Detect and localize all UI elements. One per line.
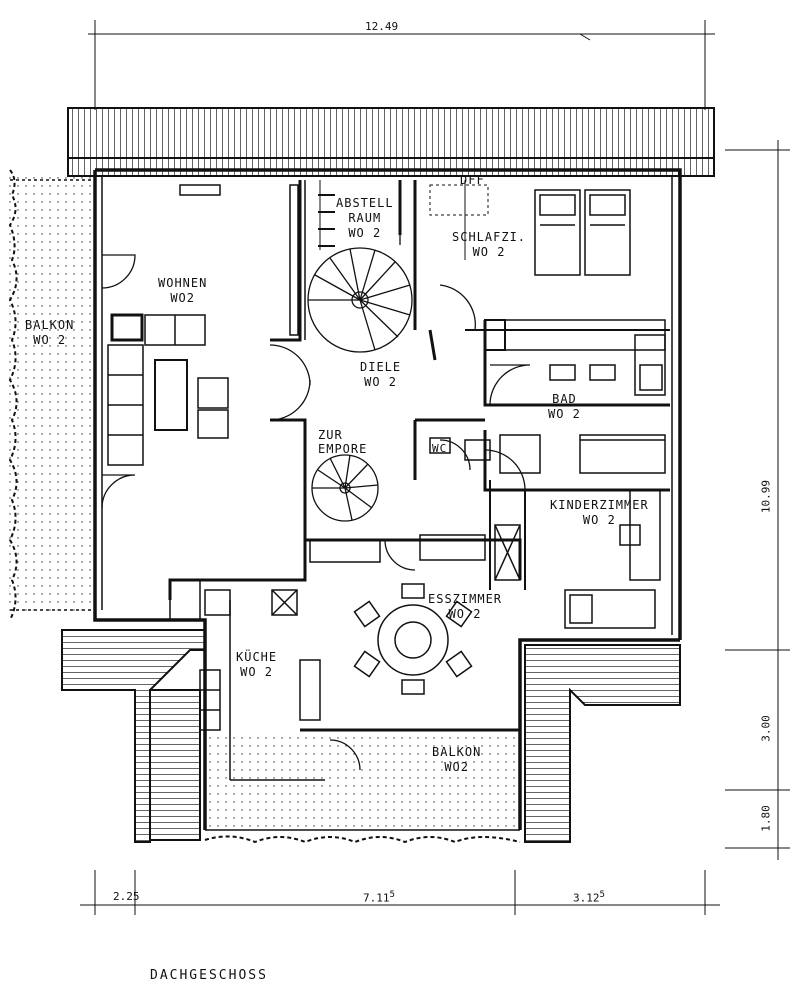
room-label-schlafzimmer-line1: SCHLAFZI. bbox=[452, 230, 527, 244]
dim-bottom-mid-value: 7.11 bbox=[363, 891, 390, 905]
dim-bottom-right-sup: 5 bbox=[599, 890, 605, 900]
room-label-kueche-line1: KÜCHE bbox=[236, 650, 278, 664]
room-label-kueche: KÜCHE WO 2 bbox=[236, 650, 277, 680]
door-swings bbox=[101, 235, 531, 771]
mark-dff: DFF bbox=[460, 173, 485, 187]
room-label-diele-line2: WO 2 bbox=[364, 375, 398, 389]
room-label-bad-line2: WO 2 bbox=[548, 407, 581, 421]
roof-window-dashed bbox=[429, 184, 489, 216]
room-label-wohnen: WOHNEN WO2 bbox=[158, 276, 207, 306]
wc-fixtures bbox=[429, 437, 491, 461]
chimney-block bbox=[484, 319, 506, 351]
dormer-right bbox=[524, 644, 681, 843]
dim-top-width: 12.49 bbox=[365, 20, 399, 33]
room-label-abstellraum: ABSTELL RAUM WO 2 bbox=[336, 196, 394, 241]
room-label-balkon-bottom: BALKON WO2 bbox=[432, 745, 481, 775]
kitchen-counters bbox=[169, 534, 486, 731]
child-bed bbox=[494, 524, 656, 629]
dim-right-height: 10.99 bbox=[759, 479, 773, 514]
room-label-empore-line2: EMPORE bbox=[318, 442, 368, 456]
room-label-wc: WC bbox=[432, 442, 448, 455]
dimension-lines bbox=[80, 20, 790, 915]
left-balcony-area bbox=[8, 175, 93, 615]
dim-right-balcony: 3.00 bbox=[759, 715, 773, 742]
dining-table bbox=[353, 583, 473, 695]
room-label-schlafzimmer-line2: WO 2 bbox=[472, 245, 506, 259]
dormer-left bbox=[61, 629, 206, 843]
dim-bottom-mid-sup: 5 bbox=[389, 890, 395, 900]
roof-band-top bbox=[67, 107, 715, 177]
dim-bottom-left: 2.25 bbox=[113, 890, 140, 903]
dim-bottom-mid: 7.115 bbox=[363, 890, 395, 905]
room-label-kueche-line2: WO 2 bbox=[240, 665, 274, 679]
room-label-abstellraum-line3: WO 2 bbox=[348, 226, 382, 240]
storage-shelves bbox=[318, 180, 335, 250]
room-label-empore: ZUR EMPORE bbox=[318, 428, 367, 456]
room-label-diele: DIELE WO 2 bbox=[360, 360, 401, 390]
room-label-esszimmer: ESSZIMMER WO 2 bbox=[428, 592, 502, 622]
room-label-kinderzimmer: KINDERZIMMER WO 2 bbox=[550, 498, 649, 528]
room-label-esszimmer-line2: WO 2 bbox=[448, 607, 482, 621]
room-label-schlafzimmer: SCHLAFZI. WO 2 bbox=[452, 230, 526, 260]
room-label-bad-line1: BAD bbox=[552, 392, 577, 406]
room-label-kinderzimmer-line2: WO 2 bbox=[582, 513, 616, 527]
room-label-empore-line1: ZUR bbox=[318, 428, 343, 442]
bathroom-fixtures bbox=[499, 364, 666, 474]
sofa-set bbox=[107, 313, 229, 466]
room-label-wohnen-line1: WOHNEN bbox=[158, 276, 208, 290]
room-label-wohnen-line2: WO2 bbox=[170, 291, 196, 305]
room-label-balkon-left-line2: WO 2 bbox=[33, 333, 67, 347]
spiral-stair-upper bbox=[307, 247, 413, 353]
dim-bottom-right-value: 3.12 bbox=[573, 891, 600, 905]
room-label-balkon-bottom-line1: BALKON bbox=[432, 745, 482, 759]
room-label-abstellraum-line2: RAUM bbox=[348, 211, 382, 225]
room-label-abstellraum-line1: ABSTELL bbox=[336, 196, 394, 210]
room-label-bad: BAD WO 2 bbox=[548, 392, 581, 422]
spiral-stair-lower bbox=[311, 454, 379, 522]
dim-right-small: 1.80 bbox=[759, 805, 773, 832]
plan-title: DACHGESCHOSS bbox=[150, 968, 268, 983]
room-label-balkon-left-line1: BALKON bbox=[25, 318, 75, 332]
room-label-balkon-left: BALKON WO 2 bbox=[25, 318, 74, 348]
room-label-diele-line1: DIELE bbox=[360, 360, 402, 374]
double-bed bbox=[534, 189, 631, 276]
room-label-esszimmer-line1: ESSZIMMER bbox=[428, 592, 503, 606]
room-label-balkon-bottom-line2: WO2 bbox=[444, 760, 470, 774]
windows bbox=[179, 184, 666, 721]
dim-bottom-right: 3.125 bbox=[573, 890, 605, 905]
bottom-balcony-area bbox=[208, 735, 518, 830]
room-label-kinderzimmer-line1: KINDERZIMMER bbox=[550, 498, 649, 512]
